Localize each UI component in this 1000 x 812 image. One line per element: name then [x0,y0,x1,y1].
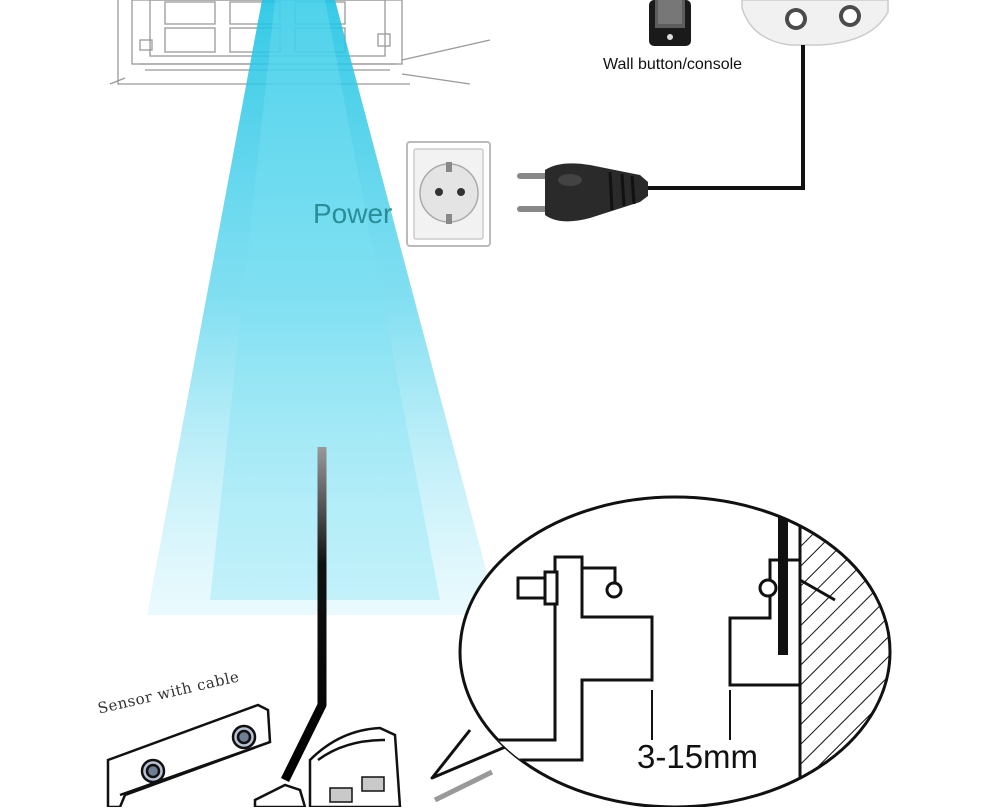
sensor-bracket-icon [106,703,307,809]
power-cable [645,45,805,190]
opener-icon [741,0,889,46]
wall-button-icon [649,0,691,46]
gap-dimension-label: 3-15mm [637,738,759,775]
wall-socket-icon [406,141,491,247]
light-beam [147,0,498,615]
power-label: Power [313,198,393,229]
wall-button-label: Wall button/console [603,56,743,73]
sensor-cable [280,447,327,782]
sensor-bracket-right-icon [308,726,402,809]
magnifier-callout-icon [430,495,892,809]
eu-plug-icon [517,163,648,222]
